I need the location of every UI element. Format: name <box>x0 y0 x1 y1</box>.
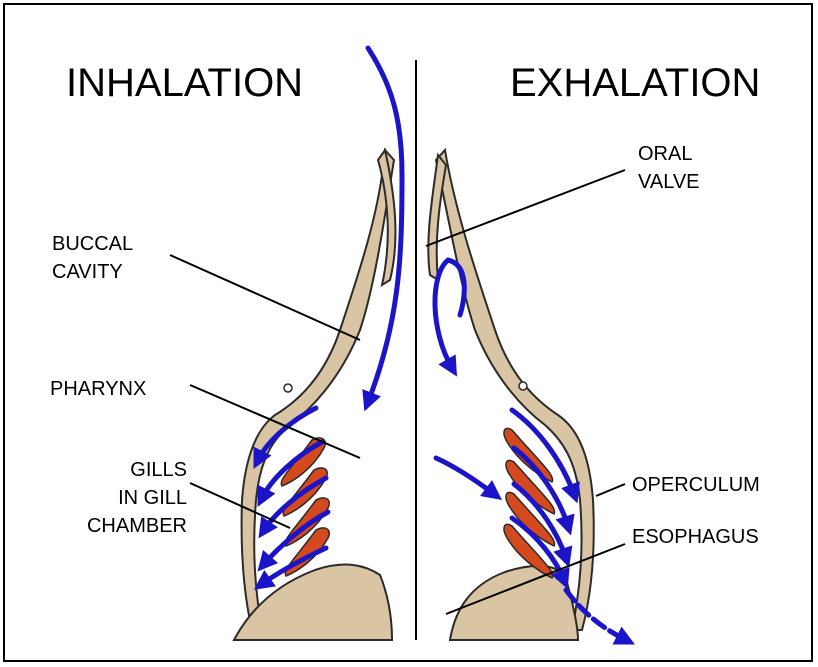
gills-label-line-2: IN GILL <box>118 487 187 509</box>
oral-valve-label-line-1: ORAL <box>638 143 692 165</box>
gills-leader <box>190 483 290 528</box>
right-pivot-hole <box>519 382 527 390</box>
operculum-label: OPERCULUM <box>632 474 760 496</box>
buccal-label-line-1: BUCCAL <box>52 233 133 255</box>
exhalation-pharynx-flow-arrow <box>436 458 494 494</box>
pharynx-label: PHARYNX <box>50 378 146 400</box>
pharynx-leader <box>190 385 360 458</box>
right-upper-jaw <box>436 150 594 630</box>
gills-label-line-1: GILLS <box>130 459 187 481</box>
exhalation-title: EXHALATION <box>510 61 760 105</box>
operculum-leader <box>596 484 625 496</box>
left-pivot-hole <box>284 384 292 392</box>
inhalation-title: INHALATION <box>66 61 303 105</box>
buccal-cavity-leader <box>170 255 360 340</box>
right-lower-jaw <box>450 566 578 640</box>
gills-label-line-3: CHAMBER <box>87 515 187 537</box>
leader-lines <box>170 170 625 614</box>
oral-valve-label-line-2: VALVE <box>638 171 700 193</box>
esophagus-label: ESOPHAGUS <box>632 526 759 548</box>
right-gill-filaments <box>504 428 555 578</box>
buccal-label-line-2: CAVITY <box>52 261 123 283</box>
